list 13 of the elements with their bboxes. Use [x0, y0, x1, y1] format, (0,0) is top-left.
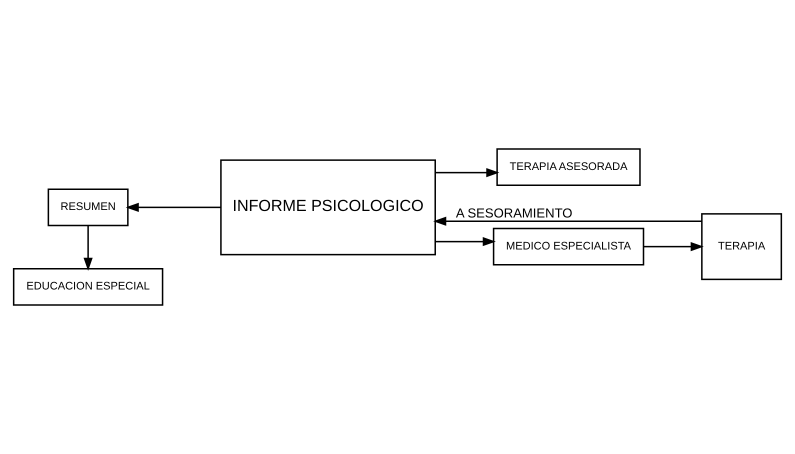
arrow	[126, 202, 221, 212]
node-box: INFORME PSICOLOGICO	[220, 159, 436, 256]
node-box: EDUCACION ESPECIAL	[12, 268, 164, 306]
arrow	[435, 237, 496, 246]
node-box: TERAPIA	[701, 213, 782, 280]
arrow	[433, 216, 702, 226]
node-box: TERAPIA ASESORADA	[496, 148, 641, 186]
arrow	[644, 242, 704, 252]
arrow	[84, 226, 93, 271]
arrow	[435, 168, 500, 178]
node-box: RESUMEN	[48, 188, 129, 226]
node-box: MEDICO ESPECIALISTA	[492, 228, 644, 266]
edge-label: A SESORAMIENTO	[456, 206, 572, 221]
